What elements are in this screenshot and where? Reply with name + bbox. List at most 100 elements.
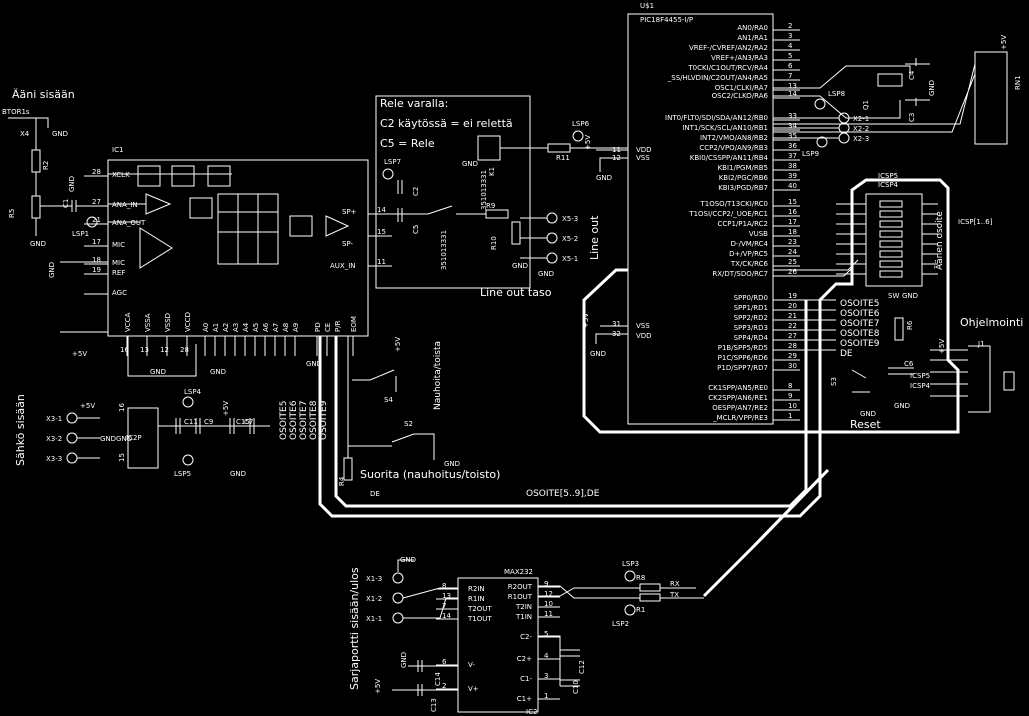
mcu-pin-label: AN0/RA0 — [737, 24, 768, 32]
rn1-vcc: +5V — [1000, 35, 1008, 50]
bus-osoite-inner — [334, 300, 808, 508]
audio-input: Ääni sisään BTOR1s X4 GND R2 R5 GND C1 G… — [2, 88, 108, 278]
mcu-pin-label: D+/VP/RC5 — [729, 250, 768, 258]
ic1-bottom-label: A0 — [202, 323, 210, 332]
ic1-gnd-3: GND — [306, 360, 322, 368]
ic1-vcc: +5V — [72, 350, 87, 358]
test-point-lsp5 — [182, 454, 194, 466]
dip-switch-lever — [879, 210, 903, 218]
rele-title: Rele varalla: — [380, 97, 448, 110]
lsp6-label: LSP6 — [572, 120, 590, 128]
mcu-pin-label: _MCLR/VPP/RE3 — [712, 414, 768, 422]
ic2-left-number: 13 — [442, 592, 451, 600]
gnd-supply: GND — [230, 470, 246, 478]
mcu-pin-number: 22 — [788, 322, 797, 330]
r4-label: R4 — [338, 476, 346, 486]
test-point-lsp2 — [624, 604, 636, 616]
ic1-pin-label: MIC — [112, 241, 125, 249]
net-osoite5: OSOITE5 — [840, 299, 879, 309]
x1-wires — [397, 559, 458, 619]
resistor-r11 — [547, 143, 571, 153]
serial-wires — [538, 585, 704, 599]
mcu-pin-label: SPP4/RD4 — [734, 334, 769, 342]
mcu-pin-label: SPP3/RD3 — [734, 324, 768, 332]
gnd-ic2: GND — [400, 652, 408, 668]
sahko-sisaan-label: Sähkö sisään — [14, 394, 27, 466]
mcu-pin-number: 21 — [788, 312, 797, 320]
mcu-pin-number: 9 — [788, 392, 792, 400]
lsp9-label: LSP9 — [802, 150, 819, 158]
c15-label: C15 — [236, 418, 250, 426]
ic2-left-number: 7 — [442, 602, 446, 610]
ic1-bottom-label: CE — [324, 323, 332, 332]
mcu-pin-label: _SS/HLVDIN/C2OUT/AN4/RA5 — [667, 74, 768, 82]
mcu-gnd-b: GND — [590, 350, 606, 358]
ic1-block-3 — [207, 165, 231, 187]
mcu-pin-number: 13 — [788, 82, 797, 90]
btor-label: BTOR1s — [2, 108, 30, 116]
ic1-ref: IC1 — [112, 146, 123, 154]
dip-switch-lever — [879, 260, 903, 268]
rn1-wires — [773, 63, 976, 133]
switch-s2 — [391, 433, 435, 460]
c6-label: C6 — [904, 360, 914, 368]
icsp5-label: ICSP5 — [910, 372, 930, 380]
ic2p-pin15: 15 — [118, 453, 126, 462]
lsp2-label: LSP2 — [612, 620, 629, 628]
ic2-right-label: R2OUT — [508, 583, 533, 591]
ic1-pin-14: 14 — [377, 206, 386, 214]
ic2-right-number: 10 — [544, 600, 553, 608]
mcu-pin-vss-a: VSS — [636, 154, 650, 162]
ic2p-pin16: 16 — [118, 403, 126, 412]
de-label: DE — [370, 490, 380, 498]
ic1-bottom-label: VSSD — [164, 313, 172, 332]
mcu-pin-label: INT1/SCK/SCL/AN10/RB1 — [682, 124, 768, 132]
ic2-max232: MAX232 R2IN8R1IN13T2OUT7T1OUT14V-6V+2R2O… — [374, 560, 704, 716]
relay-section: Rele varalla: C2 käytössä = ei relettä C… — [375, 95, 628, 299]
mcu-pin-label: P1D/SPP7/RD7 — [717, 364, 768, 372]
c9-label: C9 — [204, 418, 213, 426]
ic1-left-pins: XCLK28ANA_IN27ANA_OUT21MIC17MIC18REF19AG… — [84, 168, 146, 297]
ic2-supply-caps — [392, 660, 458, 696]
ic1-bottom-label: VCCA — [124, 312, 132, 332]
lsp3-label: LSP3 — [622, 560, 639, 568]
line-out-taso-label: Line out taso — [480, 286, 552, 299]
r6-label: R6 — [906, 320, 914, 330]
net-osoite6: OSOITE6 — [840, 309, 880, 319]
mcu-pin-vdd-b: VDD — [636, 332, 652, 340]
c12-label: C12 — [578, 660, 586, 674]
gnd-c6: GND — [894, 402, 910, 410]
ic1-right-wires — [368, 213, 392, 267]
mcu-pin-number: 28 — [788, 342, 797, 350]
mcu-pin-number: 26 — [788, 268, 797, 276]
test-point-lsp4 — [182, 396, 194, 408]
ic1-bottom-label: A4 — [242, 322, 250, 332]
mcu-pin-label: AN1/RA1 — [737, 34, 768, 42]
ic1-bottom-label: A3 — [232, 323, 240, 332]
resistor-r10 — [511, 221, 521, 245]
x4-label: X4 — [20, 130, 30, 138]
r8-label: R8 — [636, 574, 645, 582]
mcu-vdd-label-b: +5V — [582, 313, 590, 328]
mcu-pin-number: 19 — [788, 292, 797, 300]
ic2-left-label: T2OUT — [467, 605, 492, 613]
ic2-right-number: 12 — [544, 590, 553, 598]
mcu-pin-number: 1 — [788, 412, 792, 420]
dip-switch-label: SW — [888, 292, 899, 300]
relay-caps — [397, 180, 403, 222]
switch-s3 — [851, 369, 870, 393]
ic1-gnd-2: GND — [210, 368, 226, 376]
mcu-pin-label: SPP0/RD0 — [734, 294, 768, 302]
ic2-left-number: 14 — [442, 612, 451, 620]
gnd-x5: GND — [538, 270, 554, 278]
ic2-part: MAX232 — [504, 568, 533, 576]
r5-label: R5 — [8, 209, 16, 218]
gnd-r10: GND — [512, 262, 528, 270]
mcu-pin-label: D-/VM/RC4 — [731, 240, 769, 248]
ic2-left-label: V- — [468, 661, 475, 669]
ic1-bottom-label: A7 — [272, 323, 280, 332]
terminal-x2-3 — [838, 132, 850, 144]
net-osoite9: OSOITE9 — [840, 339, 880, 349]
mcu-body — [627, 13, 774, 425]
